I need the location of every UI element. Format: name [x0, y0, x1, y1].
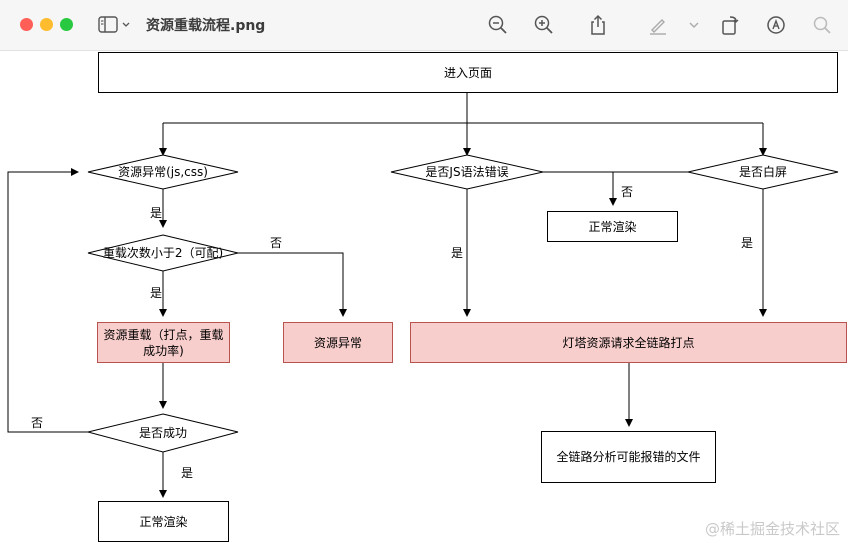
rotate-button[interactable] — [718, 13, 742, 37]
markup-button[interactable] — [764, 13, 788, 37]
res-error-box: 资源异常 — [283, 322, 393, 363]
maximize-window-button[interactable] — [60, 18, 73, 31]
search-button[interactable] — [810, 13, 834, 37]
rotate-icon — [722, 16, 739, 35]
normal-render-bottom-box: 正常渲染 — [98, 501, 229, 542]
minimize-window-button[interactable] — [40, 18, 53, 31]
zoom-out-button[interactable] — [486, 13, 510, 37]
label-no-retry: 否 — [270, 236, 283, 250]
highlight-icon — [650, 19, 666, 35]
reload-box-line1: 资源重载（打点，重载 — [103, 327, 224, 342]
zoom-out-icon — [488, 15, 507, 34]
chevron-down-icon — [689, 22, 699, 28]
sidebar-icon — [98, 16, 130, 33]
flowchart-connectors — [7, 92, 839, 498]
js-syntax-decision: 是否JS语法错误 — [425, 165, 509, 179]
res-error-decision-shape — [87, 154, 239, 190]
label-yes-js: 是 — [451, 246, 464, 260]
share-icon — [591, 14, 605, 35]
retry-decision: 重载次数小于2（可配) — [102, 246, 224, 260]
zoom-in-icon — [534, 15, 553, 34]
label-yes-retry: 是 — [150, 286, 163, 300]
js-syntax-decision-shape — [390, 154, 544, 190]
normal-render-right-box: 正常渲染 — [547, 211, 678, 242]
enter-page-box: 进入页面 — [98, 52, 838, 93]
label-no-success: 否 — [31, 416, 44, 430]
full-trace-box: 灯塔资源请求全链路打点 — [410, 322, 847, 363]
search-icon — [813, 16, 831, 34]
watermark: @稀土掘金技术社区 — [704, 520, 840, 538]
image-canvas: 进入页面 资源异常(js,css) 是否JS语法错误 是否白屏 正常渲染 重载次… — [0, 51, 848, 543]
close-window-button[interactable] — [20, 18, 33, 31]
label-yes-success: 是 — [181, 466, 194, 480]
highlight-menu-button[interactable] — [682, 13, 706, 37]
success-decision-shape — [87, 413, 239, 453]
zoom-in-button[interactable] — [532, 13, 556, 37]
res-error-decision: 资源异常(js,css) — [118, 165, 208, 179]
label-yes-white: 是 — [741, 236, 754, 250]
white-screen-decision-shape — [687, 154, 839, 190]
analyze-box: 全链路分析可能报错的文件 — [541, 431, 716, 483]
label-no-js: 否 — [621, 185, 634, 199]
reload-box-line2: 成功率) — [143, 343, 184, 358]
markup-icon — [767, 16, 785, 34]
white-screen-decision: 是否白屏 — [738, 165, 787, 179]
share-button[interactable] — [586, 13, 610, 37]
reload-box: 资源重载（打点，重载 成功率) — [97, 322, 230, 363]
success-decision: 是否成功 — [138, 426, 187, 440]
highlight-button[interactable] — [646, 13, 670, 37]
label-yes-res-error: 是 — [150, 206, 163, 220]
sidebar-toggle-button[interactable] — [96, 14, 132, 36]
title-bar: 资源重载流程.png — [0, 0, 848, 51]
window-title: 资源重载流程.png — [146, 18, 266, 34]
retry-decision-shape — [87, 234, 239, 272]
